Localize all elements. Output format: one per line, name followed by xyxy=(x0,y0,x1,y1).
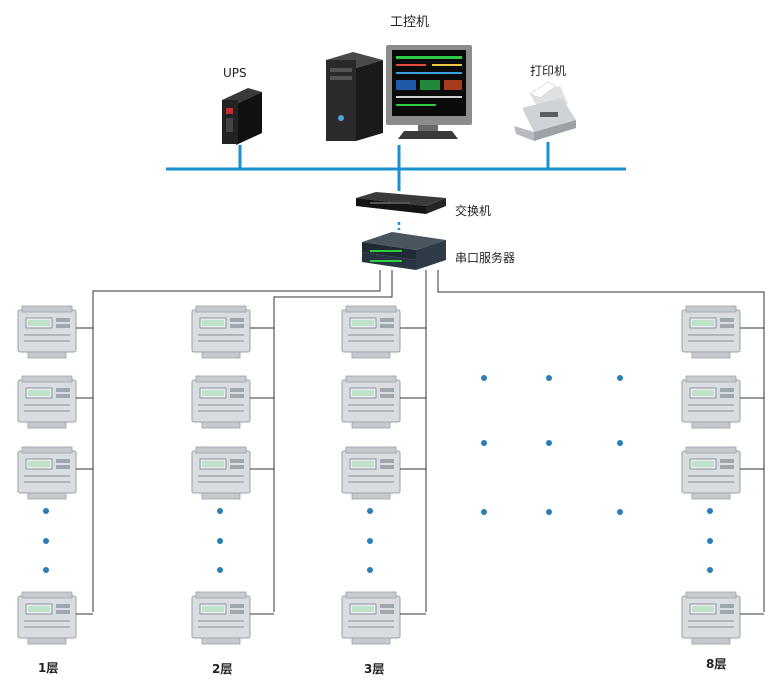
continuation-dot xyxy=(43,508,49,514)
energy-meter-icon xyxy=(191,446,251,500)
floor-label-3: 3层 xyxy=(364,662,385,676)
industrial-pc-label: 工控机 xyxy=(390,15,430,30)
omitted-floors-dot xyxy=(617,375,623,381)
ups-icon xyxy=(222,88,262,145)
omitted-floors-dot xyxy=(481,375,487,381)
energy-meter-icon xyxy=(681,446,741,500)
energy-meter-icon xyxy=(191,375,251,429)
computer-tower-icon xyxy=(326,52,383,141)
continuation-dot xyxy=(707,567,713,573)
serial-server-icon xyxy=(362,232,446,270)
omitted-floors-dot xyxy=(481,440,487,446)
energy-meter-icon xyxy=(341,375,401,429)
network-bus xyxy=(166,142,626,191)
omitted-floors-dot xyxy=(617,509,623,515)
energy-meter-icon xyxy=(17,446,77,500)
continuation-dot xyxy=(217,567,223,573)
serial-server-label: 串口服务器 xyxy=(455,251,516,265)
energy-meter-icon xyxy=(681,375,741,429)
energy-meter-icon xyxy=(17,375,77,429)
floor-label-1: 1层 xyxy=(38,661,59,675)
floor-label-8: 8层 xyxy=(706,657,727,671)
continuation-dot xyxy=(43,567,49,573)
ups-label: UPS xyxy=(223,66,247,80)
meters-group xyxy=(17,305,764,645)
energy-meter-icon xyxy=(341,591,401,645)
continuation-dot xyxy=(43,538,49,544)
switch-label: 交换机 xyxy=(455,204,492,218)
energy-meter-icon xyxy=(681,591,741,645)
switch-icon xyxy=(356,192,446,214)
energy-meter-icon xyxy=(191,591,251,645)
omitted-floors-dot xyxy=(546,509,552,515)
omitted-floors-dot xyxy=(617,440,623,446)
energy-meter-icon xyxy=(341,305,401,359)
omitted-floors-dot xyxy=(546,375,552,381)
floor-wiring xyxy=(92,270,765,612)
energy-meter-icon xyxy=(191,305,251,359)
continuation-dot xyxy=(217,508,223,514)
continuation-dot xyxy=(217,538,223,544)
energy-meter-icon xyxy=(341,446,401,500)
omitted-floors-dot xyxy=(481,509,487,515)
continuation-dot xyxy=(367,508,373,514)
printer-icon xyxy=(514,81,576,141)
printer-label: 打印机 xyxy=(530,64,567,78)
continuation-dot xyxy=(707,508,713,514)
energy-meter-icon xyxy=(681,305,741,359)
omitted-floors-dot xyxy=(546,440,552,446)
energy-meter-icon xyxy=(17,305,77,359)
dots-group xyxy=(43,375,713,573)
continuation-dot xyxy=(707,538,713,544)
continuation-dot xyxy=(367,567,373,573)
energy-meter-icon xyxy=(17,591,77,645)
floor-label-2: 2层 xyxy=(212,662,233,676)
monitor-icon xyxy=(386,45,472,139)
continuation-dot xyxy=(367,538,373,544)
